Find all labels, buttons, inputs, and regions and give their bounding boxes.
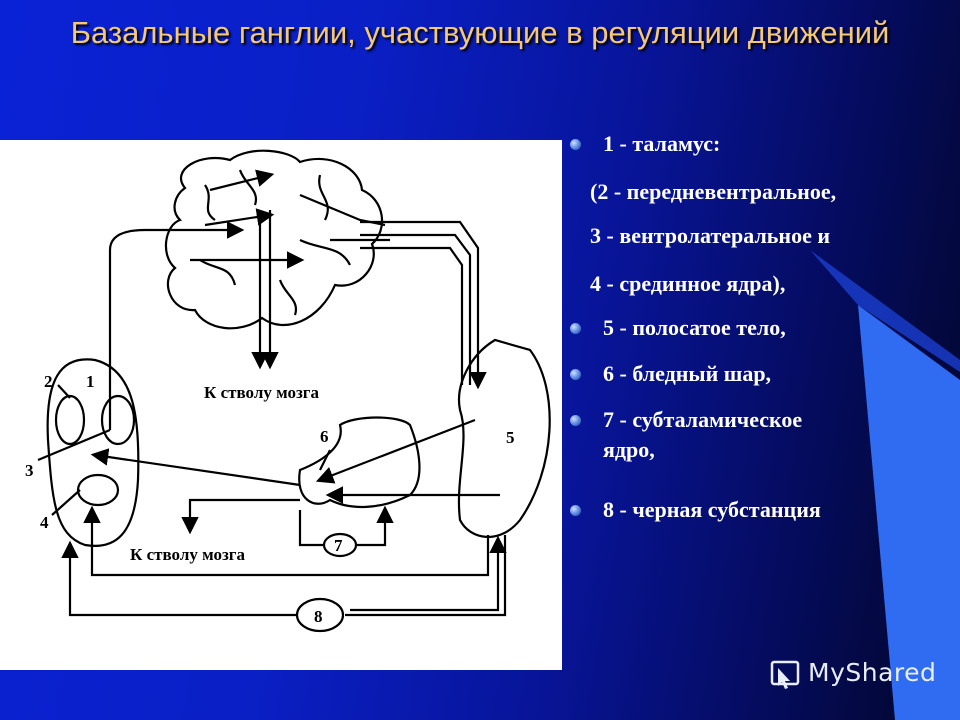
- bullet-dot-icon: [570, 369, 581, 380]
- mouse-pointer-icon: [770, 660, 800, 689]
- label-5: 5: [506, 428, 515, 447]
- label-2: 2: [44, 372, 53, 391]
- bullet-dot-icon: [570, 415, 581, 426]
- label-brainstem-top: К стволу мозга: [204, 383, 320, 402]
- globus-pallidus-outline: [298, 416, 421, 508]
- label-1: 1: [86, 372, 95, 391]
- thalamus-outline: [46, 358, 140, 547]
- subthalamic-node: [322, 532, 358, 558]
- label-brainstem-bottom: К стволу мозга: [130, 545, 246, 564]
- label-3: 3: [25, 461, 34, 480]
- bullet-dot-icon: [570, 323, 581, 334]
- label-7: 7: [334, 536, 343, 555]
- label-4: 4: [40, 513, 49, 532]
- basal-ganglia-diagram: 2 1 3 4 5 6 7 8 К стволу мозга К стволу …: [0, 140, 562, 670]
- substantia-nigra-node: [295, 597, 345, 633]
- watermark-text: MyShared: [808, 658, 937, 687]
- label-8: 8: [314, 607, 323, 626]
- bullet-dot-icon: [570, 139, 581, 150]
- slide-title: Базальные ганглии, участвующие в регуляц…: [70, 15, 890, 50]
- striatum-outline: [457, 338, 551, 538]
- label-6: 6: [320, 427, 329, 446]
- brain-outline: [164, 149, 384, 330]
- myshared-watermark[interactable]: MyShared: [768, 656, 940, 692]
- bullet-dot-icon: [570, 505, 581, 516]
